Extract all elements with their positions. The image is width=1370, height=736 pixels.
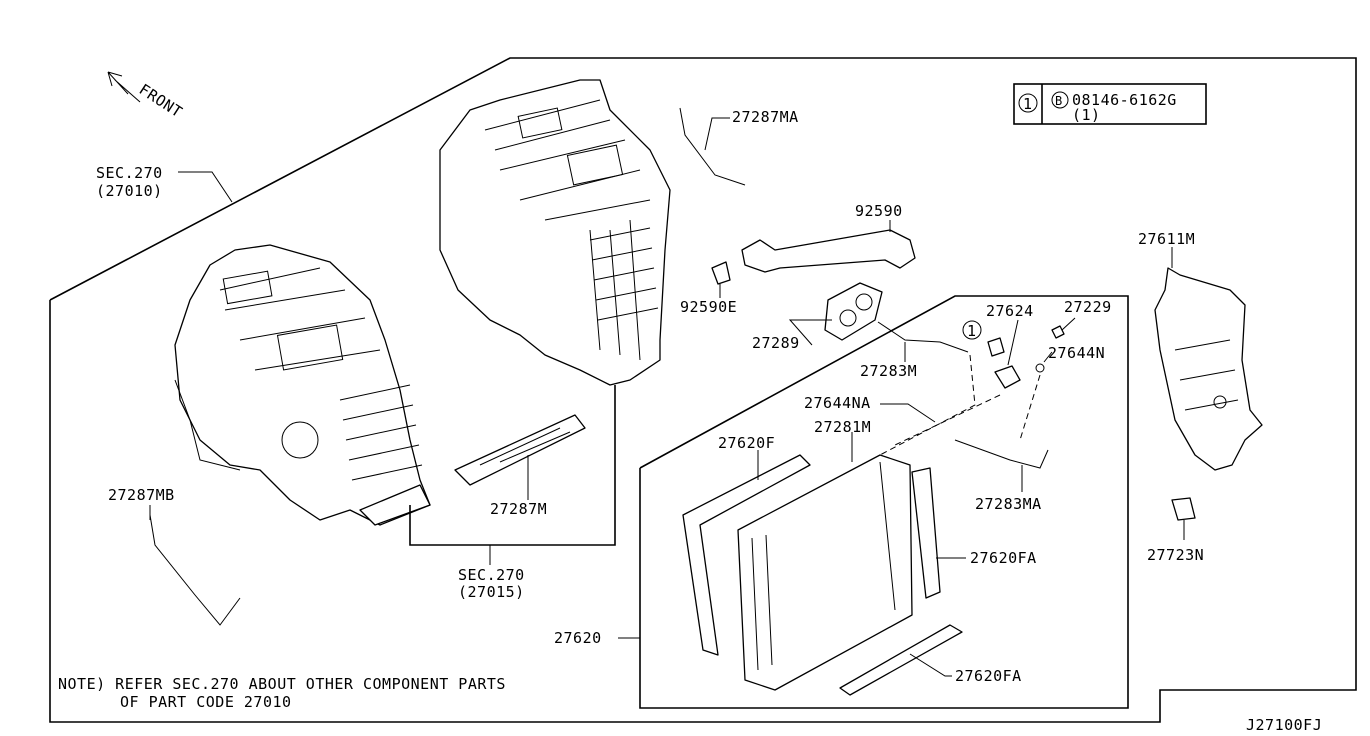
expansion-valve-27624 [987, 337, 1021, 389]
front-arrow-icon: FRONT [107, 71, 186, 121]
label-27620f: 27620F [718, 434, 775, 452]
bolt-27229 [1051, 325, 1065, 339]
legend-bolt-symbol: B [1055, 94, 1063, 108]
label-27283ma: 27283MA [975, 495, 1042, 513]
case-27611m [1154, 267, 1263, 471]
legend-index: 1 [1023, 95, 1033, 113]
sec-bottom-line1: SEC.270 [458, 566, 525, 584]
label-27644n: 27644N [1048, 344, 1105, 362]
label-27620fa-2: 27620FA [955, 667, 1022, 685]
wire-27287mb [149, 514, 241, 626]
label-27624: 27624 [986, 302, 1034, 320]
oring-27644n [1035, 363, 1045, 373]
label-27281m: 27281M [814, 418, 871, 436]
diagram-code: J27100FJ [1246, 716, 1322, 734]
label-27620fa-1: 27620FA [970, 549, 1037, 567]
label-92590: 92590 [855, 202, 903, 220]
sec-bottom-line2: (27015) [458, 583, 525, 601]
note-line2: OF PART CODE 27010 [120, 693, 292, 711]
sensor-92590 [741, 220, 916, 273]
legend-part: 08146-6162G [1072, 91, 1177, 109]
legend-box: 1 B 08146-6162G (1) [1013, 83, 1207, 125]
label-27620: 27620 [554, 629, 602, 647]
sec-top-line2: (27010) [96, 182, 163, 200]
seal-27620fa-bottom [839, 624, 963, 696]
label-27283m: 27283M [860, 362, 917, 380]
callout-marker-1 [962, 320, 982, 340]
evaporator-27281m [737, 454, 913, 691]
label-27611m: 27611M [1138, 230, 1195, 248]
clip-92590e [711, 261, 731, 285]
front-label: FRONT [136, 80, 186, 121]
label-27723n: 27723N [1147, 546, 1204, 564]
label-92590e: 92590E [680, 298, 737, 316]
sec-top-line1: SEC.270 [96, 164, 163, 182]
legend-qty: (1) [1072, 106, 1101, 124]
heater-unit-lower-assembly [174, 244, 431, 526]
label-27229: 27229 [1064, 298, 1112, 316]
note-line1: NOTE) REFER SEC.270 ABOUT OTHER COMPONEN… [58, 675, 506, 693]
clip-27723n [1171, 497, 1196, 521]
pipe-27283ma [954, 439, 1049, 469]
label-27287m: 27287M [490, 500, 547, 518]
grommet-27289 [824, 282, 883, 341]
wire-27287ma [679, 107, 746, 186]
seal-27620f [682, 454, 811, 656]
callout-marker-text: 1 [967, 322, 977, 340]
duct-27287m [454, 414, 586, 486]
seal-27620fa-right [911, 467, 941, 599]
label-27287mb: 27287MB [108, 486, 175, 504]
heater-unit-upper-case [439, 79, 671, 386]
evaporator-frame [639, 295, 1129, 709]
label-27289: 27289 [752, 334, 800, 352]
label-27287ma: 27287MA [732, 108, 799, 126]
pipe-27283m [877, 321, 969, 353]
main-frame [49, 57, 1357, 723]
label-27644na: 27644NA [804, 394, 871, 412]
